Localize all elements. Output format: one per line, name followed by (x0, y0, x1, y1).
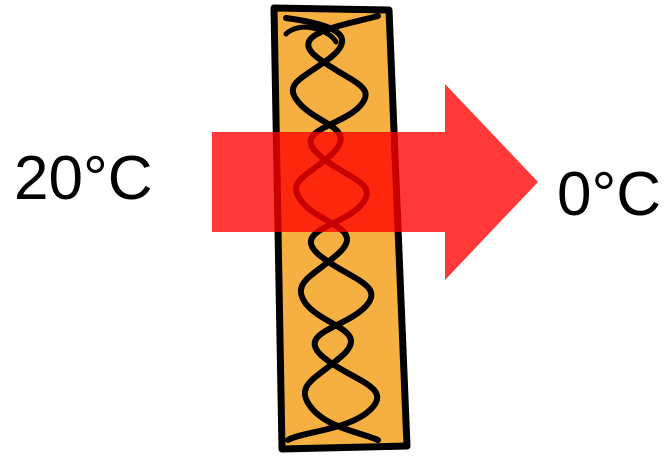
inside-temperature-label: 20°C (14, 144, 153, 213)
arrow-right-icon (212, 84, 538, 280)
insulation-fiber-top (283, 24, 339, 45)
outside-temperature-label: 0°C (557, 160, 662, 229)
